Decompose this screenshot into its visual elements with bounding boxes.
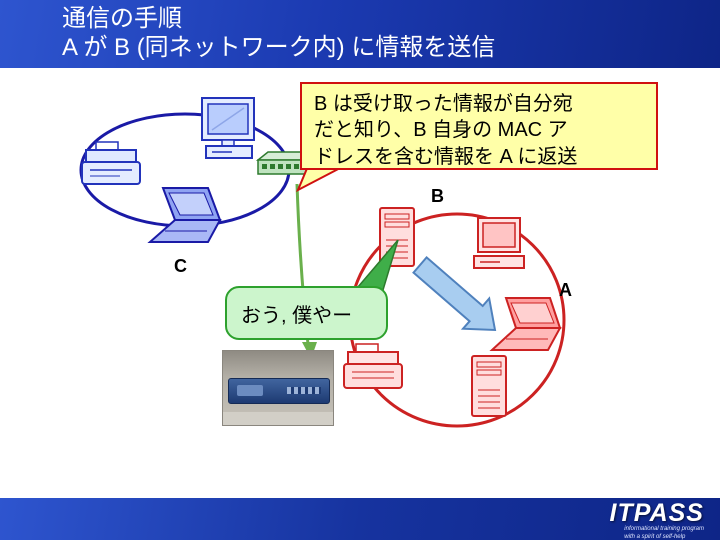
callout-box: B は受け取った情報が自分宛 だと知り、B 自身の MAC ア ドレスを含む情報…: [300, 82, 658, 170]
callout-line-2: だと知り、B 自身の MAC ア: [314, 119, 568, 142]
router-ports: [287, 387, 321, 394]
router-front-panel: [237, 385, 263, 396]
callout-line-1: B は受け取った情報が自分宛: [314, 93, 573, 115]
label-network-c: C: [174, 256, 187, 276]
printer-icon-blue: [81, 141, 141, 185]
title-line-1: 通信の手順: [62, 5, 182, 32]
itpass-logo: ITPASS: [609, 499, 704, 527]
slide-title-bar: 通信の手順 A が B (同ネットワーク内) に情報を送信: [0, 0, 720, 68]
label-host-a: A: [559, 280, 572, 300]
router-photo: [222, 350, 334, 426]
itpass-tagline-line-2: with a spirit of self-help: [624, 533, 686, 540]
laptop-icon-blue: [147, 187, 222, 243]
speech-bubble-text: おう, 僕やー: [241, 304, 353, 327]
title-line-2: A が B (同ネットワーク内) に情報を送信: [62, 33, 496, 61]
router-device: [228, 378, 330, 404]
slide-footer-bar: ITPASS informational training program wi…: [0, 498, 720, 540]
label-host-b: B: [431, 186, 444, 206]
printer-icon-red: [343, 343, 403, 389]
blue-transfer-arrow: [412, 255, 497, 332]
tower-pc-icon-red: [471, 355, 507, 417]
router-photo-shelf: [223, 412, 333, 425]
itpass-tagline: informational training program with a sp…: [624, 526, 704, 540]
callout-line-3: ドレスを含む情報を A に返送: [314, 145, 578, 168]
speech-bubble: おう, 僕やー: [225, 286, 388, 340]
laptop-a-icon: [489, 297, 562, 351]
desktop-pc-icon-blue: [201, 97, 255, 159]
desktop-pc-icon-red: [473, 217, 525, 269]
itpass-tagline-line-1: informational training program: [624, 526, 704, 532]
